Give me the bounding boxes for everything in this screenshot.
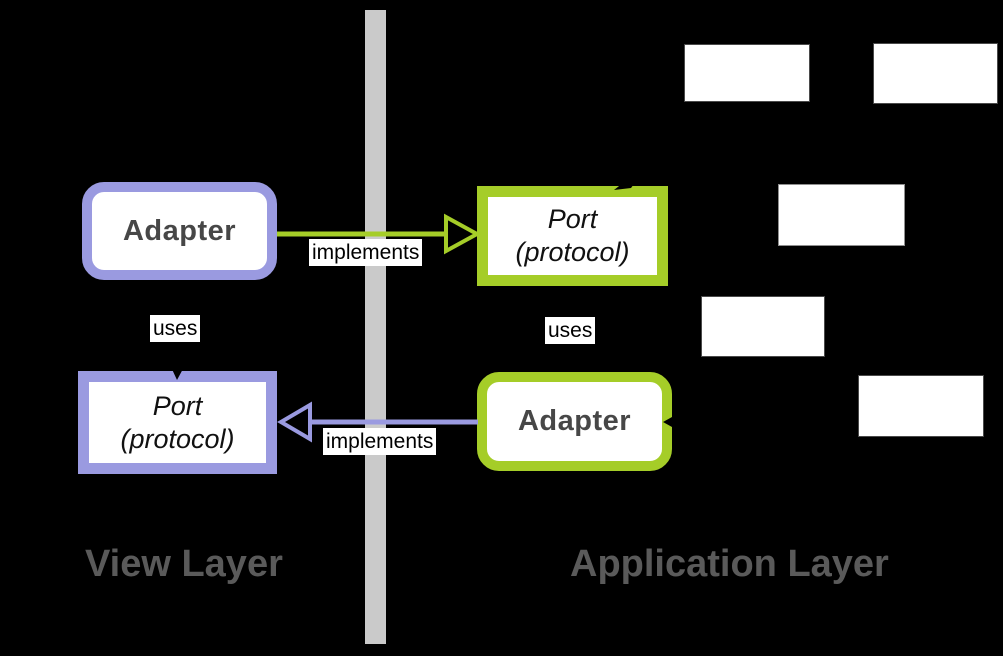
- app-adapter-label: Adapter: [517, 405, 632, 437]
- empty-box-4: [701, 296, 825, 357]
- layer-boundary-bar: [365, 10, 386, 644]
- empty-box-5: [858, 375, 984, 437]
- view-port-label: Port (protocol): [120, 390, 234, 456]
- node-view-port: Port (protocol): [78, 371, 277, 474]
- empty-box-3: [778, 184, 905, 246]
- app-implements-label: implements: [323, 428, 437, 456]
- empty-box-2: [873, 43, 998, 104]
- app-port-line1: Port: [547, 204, 598, 234]
- app-implements-arrowhead-icon: [277, 401, 312, 443]
- application-layer-label: Application Layer: [570, 543, 889, 585]
- view-port-line2: (protocol): [120, 423, 235, 454]
- node-app-port: Port (protocol): [477, 186, 668, 286]
- node-app-adapter: Adapter: [477, 372, 672, 471]
- view-uses-label: uses: [150, 315, 201, 343]
- app-uses-label: uses: [545, 317, 596, 345]
- view-layer-label: View Layer: [85, 543, 283, 585]
- node-view-adapter: Adapter: [82, 182, 277, 280]
- view-adapter-label: Adapter: [122, 214, 237, 247]
- view-port-line1: Port: [152, 390, 203, 421]
- view-implements-arrowhead-icon: [444, 213, 482, 255]
- app-port-label: Port (protocol): [515, 203, 629, 269]
- app-port-line2: (protocol): [515, 237, 630, 267]
- empty-box-1: [684, 44, 810, 102]
- view-implements-label: implements: [309, 239, 423, 267]
